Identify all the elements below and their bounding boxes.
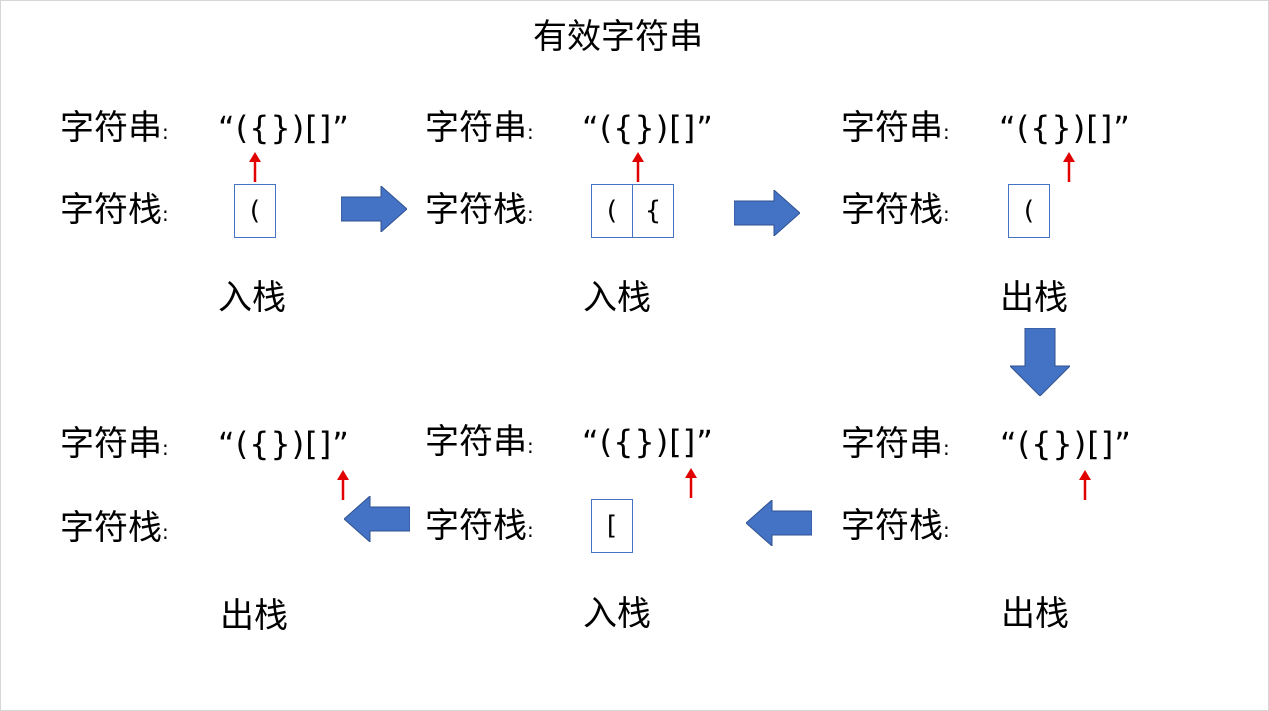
string-value: “({})[]” (1000, 425, 1132, 463)
string-label: 字符串: (841, 424, 950, 468)
colon: : (943, 436, 950, 460)
arrow-down-icon (1010, 328, 1070, 396)
arrow-right-icon (734, 190, 800, 236)
stack-label-text: 字符栈 (60, 190, 162, 230)
pointer-up-icon (685, 468, 697, 498)
colon: : (943, 202, 950, 226)
action-label: 入栈 (583, 278, 651, 318)
arrow-left-icon (746, 500, 812, 546)
string-value: “({})[]” (218, 425, 350, 463)
stack-cell: ( (234, 184, 276, 238)
colon: : (162, 120, 169, 144)
page-title: 有效字符串 (533, 17, 703, 57)
string-label-text: 字符串 (841, 108, 943, 148)
action-label: 入栈 (583, 594, 651, 634)
colon: : (162, 436, 169, 460)
stack-label-text: 字符栈 (425, 190, 527, 230)
action-label: 出栈 (220, 596, 288, 636)
action-label: 入栈 (218, 278, 286, 318)
stack-label-text: 字符栈 (60, 508, 162, 548)
string-value: “({})[]” (999, 109, 1131, 147)
arrow-left-icon (344, 496, 410, 542)
stack-label-text: 字符栈 (425, 506, 527, 546)
string-label-text: 字符串 (425, 108, 527, 148)
colon: : (527, 120, 534, 144)
stack-label-text: 字符栈 (841, 190, 943, 230)
pointer-up-icon (249, 152, 261, 182)
string-label: 字符串: (425, 422, 534, 466)
stack-label: 字符栈: (841, 190, 950, 234)
stack-label: 字符栈: (60, 190, 169, 234)
colon: : (527, 518, 534, 542)
string-value: “({})[]” (582, 423, 714, 461)
action-label: 出栈 (1000, 278, 1068, 318)
string-label-text: 字符串 (841, 424, 943, 464)
stack-cell: { (632, 184, 674, 238)
colon: : (527, 434, 534, 458)
pointer-up-icon (337, 470, 349, 500)
string-label: 字符串: (841, 108, 950, 152)
stack-label-text: 字符栈 (841, 506, 943, 546)
pointer-up-icon (1079, 470, 1091, 500)
string-label-text: 字符串 (60, 424, 162, 464)
string-label-text: 字符串 (60, 108, 162, 148)
stack-cell: [ (591, 499, 633, 553)
pointer-up-icon (1063, 152, 1075, 182)
stack-label: 字符栈: (425, 506, 534, 550)
stack-cell: ( (1008, 184, 1050, 238)
colon: : (162, 202, 169, 226)
colon: : (527, 202, 534, 226)
colon: : (943, 518, 950, 542)
colon: : (943, 120, 950, 144)
string-label: 字符串: (60, 424, 169, 468)
stack-cell: ( (591, 184, 633, 238)
stack-label: 字符栈: (841, 506, 950, 550)
string-label-text: 字符串 (425, 422, 527, 462)
string-value: “({})[]” (582, 109, 714, 147)
action-label: 出栈 (1001, 594, 1069, 634)
stack-label: 字符栈: (60, 508, 169, 552)
arrow-right-icon (341, 186, 407, 232)
colon: : (162, 520, 169, 544)
string-label: 字符串: (60, 108, 169, 152)
string-value: “({})[]” (218, 109, 350, 147)
pointer-up-icon (632, 152, 644, 182)
stack-label: 字符栈: (425, 190, 534, 234)
string-label: 字符串: (425, 108, 534, 152)
